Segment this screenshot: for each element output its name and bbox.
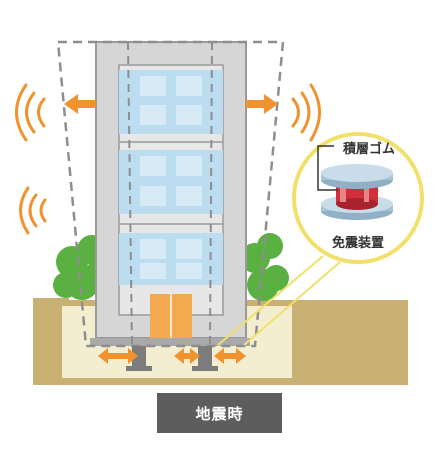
building: [90, 41, 250, 346]
base-movement-arrows: [98, 348, 246, 364]
callout-circle: [292, 132, 424, 264]
shake-waves-left: [15, 83, 47, 235]
laminated-rubber-label: 積層ゴム: [343, 142, 396, 157]
caption-badge: 地震時: [157, 393, 282, 433]
isolation-device-label: 免震装置: [332, 236, 385, 251]
sway-arrow-right: [246, 94, 278, 114]
structure-dashes: [127, 41, 213, 347]
callout-pointer: [217, 255, 341, 346]
sway-arrow-left: [64, 94, 96, 114]
isolation-bearings: [126, 346, 218, 371]
sway-outline: [56, 40, 285, 348]
laminated-rubber-bearing: [321, 164, 393, 220]
